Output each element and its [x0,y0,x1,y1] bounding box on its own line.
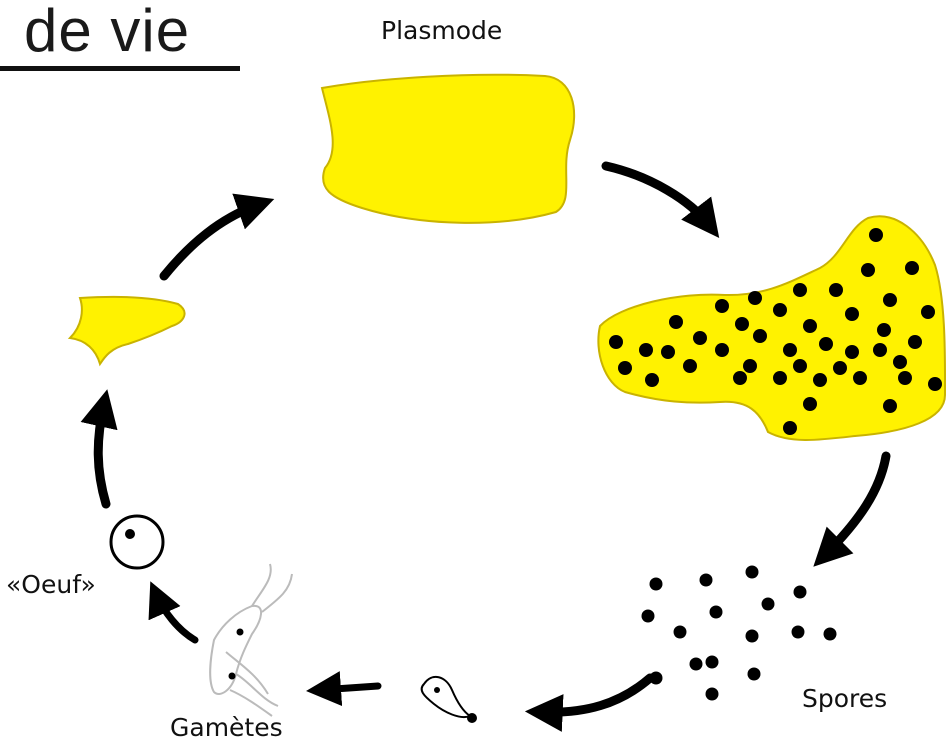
sporange-spore-dot [645,373,659,387]
sporange-spore-dot [618,361,632,375]
zoospore [422,677,477,723]
arrow-spores-to-zoospore [540,678,650,712]
spore-dot [748,668,761,681]
label-oeuf: «Oeuf» [6,570,96,599]
sporange-spore-dot [829,283,843,297]
spore-dot [792,626,805,639]
sporange-spore-dot [853,371,867,385]
spore-dot [674,626,687,639]
sporange-spore-dot [773,303,787,317]
label-gametes: Gamètes [170,713,283,742]
sporange-spore-dot [733,371,747,385]
sporange-spore-dot [793,283,807,297]
sporange-spore-dot [845,307,859,321]
spore-dot [700,574,713,587]
sporange-spore-dot [793,359,807,373]
label-plasmode: Plasmode [381,16,502,45]
sporange-spore-dot [928,377,942,391]
oeuf-zygote [111,516,163,568]
plasmode-shape [322,75,574,223]
sporange-spore-dot [803,397,817,411]
arrow-gametes-to-oeuf [156,594,195,640]
gamete-nucleus-lower [229,673,236,680]
sporange-spore-dot [883,293,897,307]
gametes-drawing [210,564,292,716]
sporange-spore-dot [783,421,797,435]
arrow-young-to-plasmode [164,204,260,276]
sporange-spore-dot [921,305,935,319]
spore-dot [706,688,719,701]
sporange-spore-dot [908,335,922,349]
sporange-spore-dot [833,361,847,375]
spore-dot [642,610,655,623]
sporange-spore-dot [783,343,797,357]
young-plasmode-shape [70,297,185,364]
sporange-spore-dot [845,345,859,359]
sporange-spore-dot [898,371,912,385]
sporange-spore-dot [813,373,827,387]
sporange-spore-dot [661,345,675,359]
sporange-spore-dot [905,261,919,275]
sporange-spore-dot [735,317,749,331]
sporange-spore-dot [819,337,833,351]
spore-dot [762,598,775,611]
sporange-spore-dot [893,355,907,369]
sporange-spore-dot [869,228,883,242]
sporange-spore-dot [639,343,653,357]
spores-cluster [642,566,837,701]
spore-dot [746,566,759,579]
sporange-spore-dot [669,315,683,329]
gamete-nucleus-upper [237,629,244,636]
sporange-spore-dot [609,335,623,349]
label-spores: Spores [802,684,887,713]
arrow-zoospore-to-gametes [320,686,378,690]
spore-dot [690,658,703,671]
sporange-spore-dot [753,329,767,343]
spore-dot [794,586,807,599]
arrow-sporange-to-spores [824,456,886,556]
sporange-spore-dot [803,319,817,333]
sporange-spore-dot [683,359,697,373]
sporange-spore-dot [715,343,729,357]
sporange-spore-dot [873,343,887,357]
spore-dot [706,656,719,669]
sporange-spore-dot [877,323,891,337]
sporange-spore-dot [693,331,707,345]
spore-dot [650,578,663,591]
sporange-spore-dot [748,291,762,305]
spore-dot [746,630,759,643]
sporange-spore-dot [883,399,897,413]
arrow-oeuf-to-young [98,404,106,504]
spore-dot [710,606,723,619]
arrow-plasmode-to-sporange [606,166,710,226]
sporange-spore-dot [773,371,787,385]
spore-dot [824,628,837,641]
sporange-spore-dot [743,359,757,373]
sporange-spore-dot [861,263,875,277]
sporange-spore-dot [715,299,729,313]
